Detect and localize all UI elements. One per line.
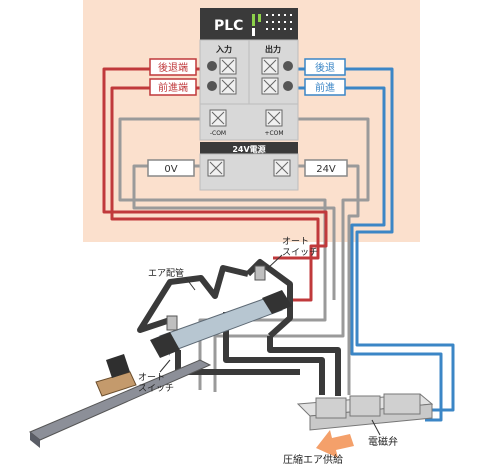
com-minus-label: -COM (210, 130, 226, 137)
plc-unit (199, 8, 299, 141)
zero-volt-label: 0V (164, 164, 177, 175)
auto-switch-top-callout: オート スイッチ (282, 236, 318, 258)
twentyfour-volt-label: 24V (316, 164, 336, 175)
air-pipe-callout: エア配管 (148, 267, 184, 279)
output-header: 出力 (265, 44, 281, 54)
auto-switch-bottom-line2: スイッチ (138, 383, 174, 394)
input-terminals (207, 57, 237, 127)
input-wires (102, 67, 328, 302)
auto-switch-bottom-callout: オート スイッチ (138, 372, 174, 394)
auto-switch-top-line2: スイッチ (282, 247, 318, 258)
output-wires (298, 67, 455, 422)
output-terminals (261, 57, 293, 127)
label-boxes (147, 58, 348, 177)
input-header: 入力 (215, 44, 232, 54)
output-signal-retract: 後退 (315, 61, 335, 74)
output-signal-extend: 前進 (315, 81, 335, 94)
power-supply-unit (199, 142, 299, 191)
plc-title: PLC (214, 18, 243, 34)
air-supply-arrow (316, 430, 354, 458)
air-supply-callout: 圧縮エア供給 (283, 453, 343, 466)
input-signal-retract-end: 後退端 (158, 61, 188, 74)
callout-leaders (159, 254, 381, 436)
com-plus-label: +COM (264, 130, 283, 137)
auto-switch-top-line1: オート (282, 236, 309, 247)
input-signal-extend-end: 前進端 (158, 81, 188, 94)
air-cylinder (29, 265, 292, 448)
solenoid-valve (296, 393, 434, 431)
solenoid-valve-callout: 電磁弁 (368, 435, 398, 448)
auto-switch-bottom-line1: オート (138, 372, 165, 383)
power-title: 24V電源 (232, 144, 265, 154)
